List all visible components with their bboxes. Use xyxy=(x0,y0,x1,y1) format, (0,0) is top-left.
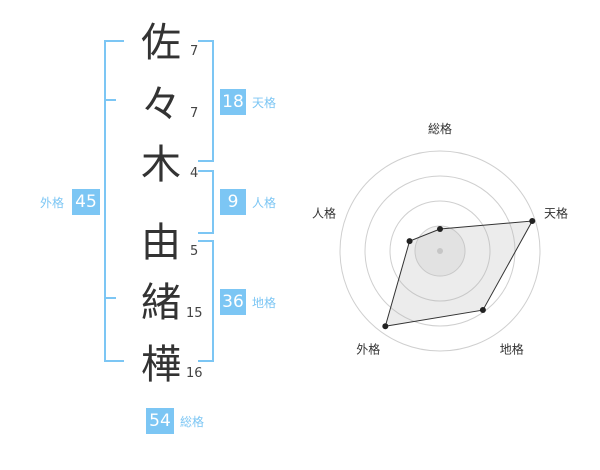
soukaku-label: 総格 xyxy=(180,415,205,429)
tenkaku-label: 天格 xyxy=(252,96,277,110)
radar-ring-2 xyxy=(389,200,491,302)
gaikaku-tick-top xyxy=(104,99,116,101)
tenkaku-value: 18 xyxy=(220,89,246,115)
gaikaku-bracket xyxy=(104,40,124,362)
radar-rings xyxy=(339,150,541,352)
radar-point-2 xyxy=(529,218,536,225)
radar-axis-label-1: 総格 xyxy=(428,121,452,136)
stroke-count-4: 5 xyxy=(190,244,199,259)
radar-axis-label-3: 地格 xyxy=(500,342,524,357)
radar-area xyxy=(384,220,534,327)
name-char-5: 緒 xyxy=(141,280,181,326)
name-char-4: 由 xyxy=(141,220,181,266)
name-char-1: 佐 xyxy=(141,20,181,66)
radar-point-3 xyxy=(479,307,486,314)
name-char-3: 木 xyxy=(141,142,181,188)
radar-axis-label-5: 人格 xyxy=(312,205,336,220)
radar-ring-3 xyxy=(364,175,516,327)
chikaku-bracket xyxy=(198,240,214,362)
soukaku-value: 54 xyxy=(146,408,174,434)
radar-point-4 xyxy=(382,323,389,330)
radar-ring-4 xyxy=(339,150,541,352)
gaikaku-tick-bottom xyxy=(104,297,116,299)
chikaku-label: 地格 xyxy=(252,296,277,310)
stroke-count-3: 4 xyxy=(190,166,199,181)
stroke-count-2: 7 xyxy=(190,106,199,121)
name-char-2: 々 xyxy=(141,82,181,128)
stroke-count-6: 16 xyxy=(186,366,203,381)
stroke-count-1: 7 xyxy=(190,44,199,59)
gaikaku-value: 45 xyxy=(72,189,100,215)
jinkaku-value: 9 xyxy=(220,189,246,215)
radar-point-1 xyxy=(437,226,443,232)
chikaku-value: 36 xyxy=(220,289,246,315)
radar-points xyxy=(382,218,536,330)
radar-axis-label-2: 天格 xyxy=(544,205,568,220)
radar-axis-label-4: 外格 xyxy=(356,342,380,357)
tenkaku-bracket xyxy=(198,40,214,162)
stroke-count-5: 15 xyxy=(186,306,203,321)
jinkaku-label: 人格 xyxy=(252,196,277,210)
jinkaku-bracket xyxy=(198,170,214,234)
gaikaku-label: 外格 xyxy=(40,196,65,210)
radar-point-5 xyxy=(406,238,413,245)
radar-center xyxy=(437,248,443,254)
name-char-6: 樺 xyxy=(141,342,181,388)
